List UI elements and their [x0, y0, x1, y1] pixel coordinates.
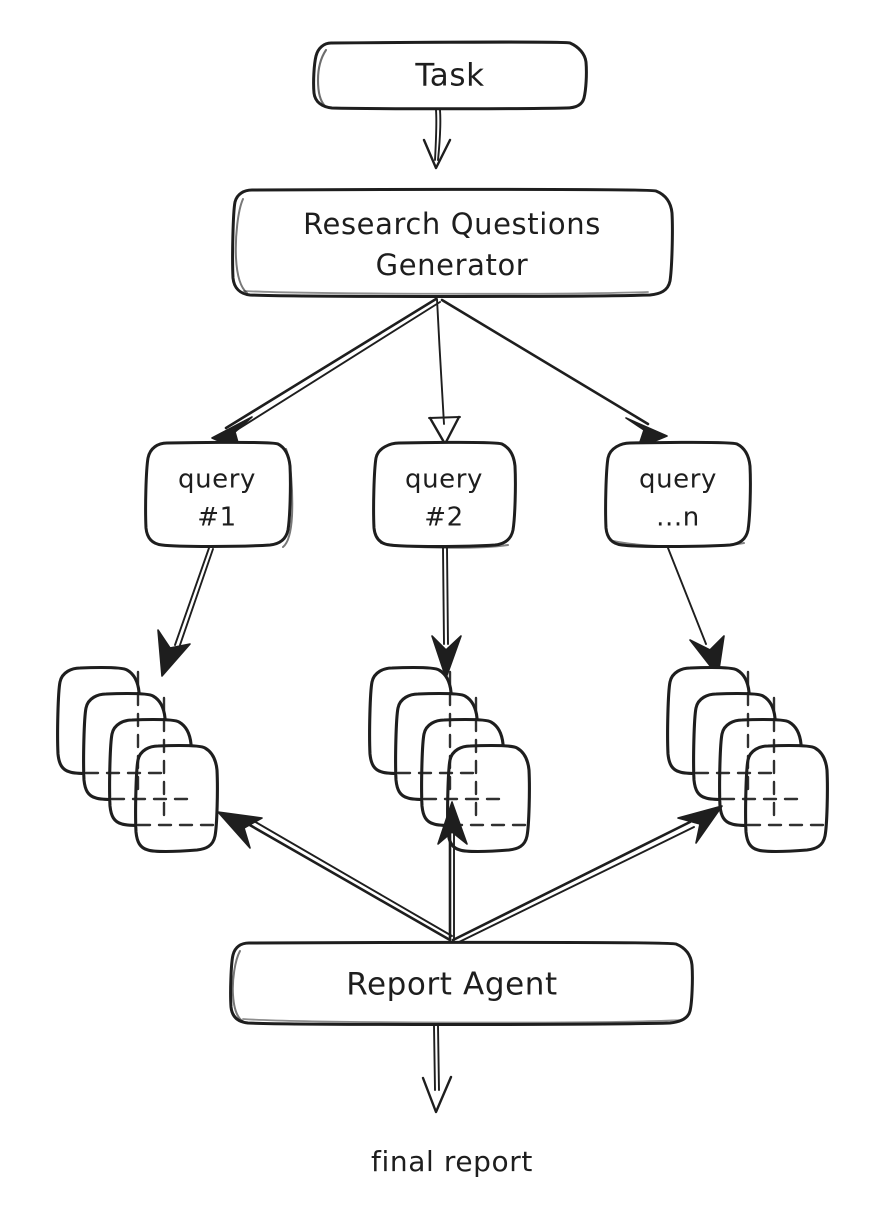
result-stack-n[interactable]: [666, 665, 829, 854]
node-report-agent[interactable]: Report Agent: [229, 940, 694, 1026]
arrowhead-open-v: [422, 138, 452, 170]
node-query-n[interactable]: query ...n: [604, 440, 752, 548]
edge-query2-to-results2: [431, 547, 462, 679]
edge-report-agent-to-results2: [437, 801, 468, 942]
arrowhead-filled-triangle: [431, 635, 462, 679]
arrowhead-open-v: [421, 1075, 453, 1114]
arrowhead-filled-triangle: [677, 805, 723, 844]
node-query-2-label-line2: #2: [424, 503, 464, 533]
node-query-1-label-line1: query: [178, 465, 256, 495]
arrowhead-filled-triangle: [157, 629, 191, 677]
result-stack-1[interactable]: [56, 665, 219, 854]
edge-generator-to-queryn: [440, 298, 668, 449]
result-stack-2[interactable]: [368, 665, 531, 854]
node-task[interactable]: Task: [312, 40, 588, 111]
node-query-2[interactable]: query #2: [372, 440, 517, 549]
node-generator-label-line1: Research Questions: [303, 207, 601, 241]
edge-generator-to-query2: [428, 298, 461, 446]
node-query-1-label-line2: #1: [197, 503, 237, 533]
node-final-report-label: final report: [371, 1145, 533, 1178]
edge-generator-to-query1: [211, 297, 441, 451]
edge-report-agent-to-resultsn: [451, 805, 723, 945]
edge-query1-to-results1: [157, 547, 214, 677]
node-research-questions-generator[interactable]: Research Questions Generator: [231, 187, 674, 298]
edge-task-to-generator: [422, 109, 452, 170]
edge-report-agent-to-results1: [217, 811, 453, 942]
node-generator-label-line2: Generator: [376, 248, 529, 282]
node-report-agent-label: Report Agent: [346, 967, 558, 1003]
edge-report-agent-to-final-report: [421, 1025, 453, 1114]
arrowhead-filled-triangle: [437, 801, 468, 845]
node-query-n-label-line1: query: [639, 465, 717, 495]
node-query-2-label-line1: query: [405, 465, 483, 495]
node-final-report: final report: [371, 1145, 533, 1178]
node-query-n-label-line2: ...n: [656, 503, 700, 533]
edge-queryn-to-resultsn: [667, 547, 725, 677]
node-task-label: Task: [414, 58, 484, 94]
arrowhead-filled-triangle: [217, 811, 263, 849]
node-query-1[interactable]: query #1: [144, 440, 294, 548]
